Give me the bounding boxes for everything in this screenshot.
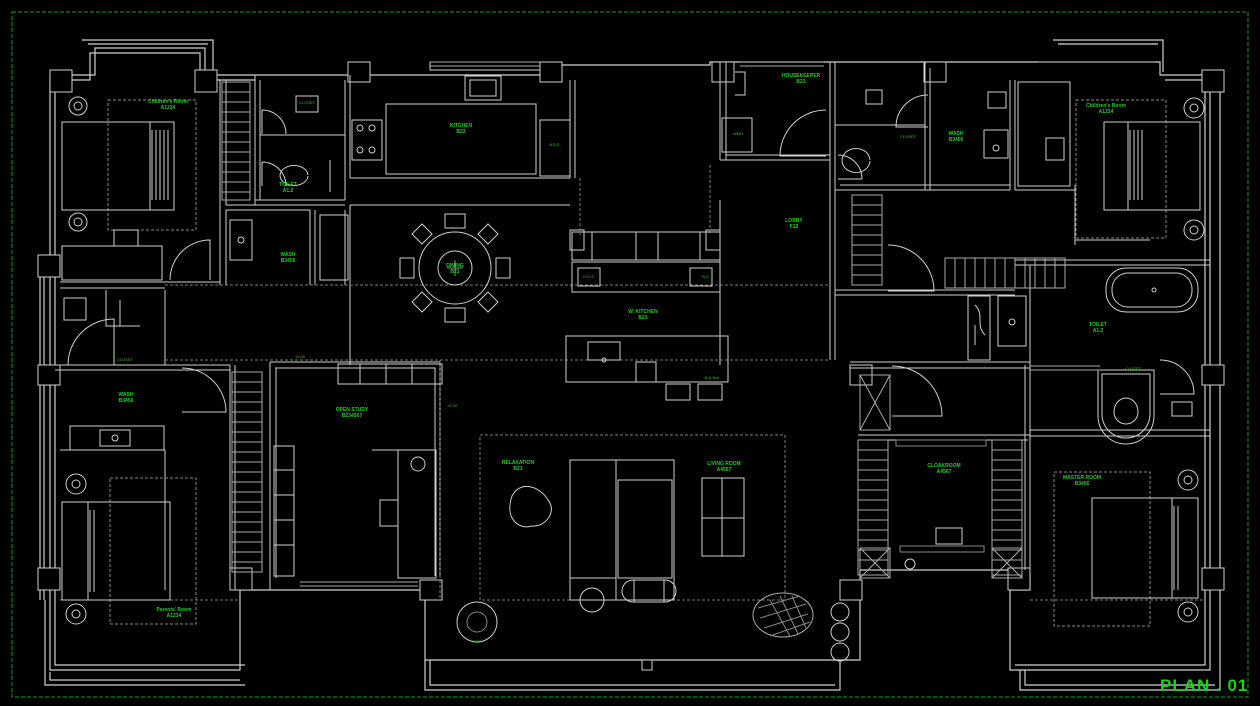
fixture-label-fire: FIRE bbox=[472, 639, 482, 644]
room-name: LOBBY bbox=[785, 218, 803, 224]
room-area: B3456 bbox=[118, 398, 134, 404]
room-name: Children's Room bbox=[1086, 103, 1126, 109]
room-name: TOILET bbox=[279, 182, 297, 188]
room-label-w-kitchen: W. KITCHEN B23 bbox=[628, 309, 657, 321]
room-label-wash-lower-left: WASH B3456 bbox=[119, 392, 134, 404]
room-area: A4567 bbox=[936, 469, 952, 475]
room-label-wash-left: WASH B3456 bbox=[281, 252, 296, 264]
room-name: RELAXATION bbox=[501, 460, 535, 466]
kitchen-fixtures bbox=[351, 61, 571, 177]
room-label-wash-right: WASH B3456 bbox=[949, 131, 964, 143]
room-label-toilet-right: TOILET A1.2 bbox=[1089, 322, 1107, 334]
fixture-label-bbs: B.B.S. bbox=[549, 142, 561, 147]
structural-columns bbox=[37, 61, 1225, 671]
room-label-dining: DINING B21 bbox=[446, 263, 464, 275]
plan-title: PLAN . 01 bbox=[1160, 676, 1249, 695]
dimension-label-2: +0.00 bbox=[446, 403, 458, 408]
room-label-childrens-room-left: Children's Room A1234 bbox=[148, 99, 188, 111]
dining-table bbox=[399, 213, 511, 323]
fixture-label-wmo: WMO bbox=[732, 131, 744, 136]
room-area: B21 bbox=[450, 269, 460, 275]
room-name: DINING bbox=[446, 263, 464, 269]
room-area: A1.2 bbox=[1092, 328, 1104, 334]
room-label-relaxation: RELAXATION B21 bbox=[502, 460, 534, 472]
room-label-parents-room: Parents' Room A1234 bbox=[156, 607, 191, 619]
room-area: B234567 bbox=[341, 413, 363, 419]
room-name: HOUSEKEEPER bbox=[781, 73, 821, 79]
drawing-border bbox=[11, 11, 1249, 698]
room-name: LIVING ROOM bbox=[707, 461, 741, 467]
room-area: B3456 bbox=[948, 137, 964, 143]
fixture-label-closet-3: CLOSET bbox=[1124, 366, 1142, 371]
room-name: TOILET bbox=[1089, 322, 1107, 328]
room-label-housekeeper: HOUSEKEEPER B23 bbox=[782, 73, 820, 85]
room-area: A1234 bbox=[166, 613, 182, 619]
room-area: B23 bbox=[638, 315, 648, 321]
toilet-right-fixtures bbox=[1097, 267, 1199, 445]
room-area: B23 bbox=[796, 79, 806, 85]
fixture-label-bs: B.S. bbox=[702, 274, 710, 279]
room-label-kitchen: KITCHEN B23 bbox=[450, 123, 472, 135]
room-name: WASH bbox=[948, 131, 964, 137]
interior-walls bbox=[55, 62, 1210, 591]
exterior-walls bbox=[39, 39, 1221, 691]
w-kitchen-counter bbox=[565, 231, 729, 401]
room-area: B21 bbox=[513, 466, 523, 472]
room-name: MASTER ROOM bbox=[1062, 475, 1102, 481]
room-area: F12 bbox=[789, 224, 799, 230]
open-study-furniture bbox=[273, 363, 443, 579]
fixture-label-closet-4: CLOSET bbox=[298, 100, 316, 105]
room-area: A1234 bbox=[160, 105, 176, 111]
room-label-master-room: MASTER ROOM B3456 bbox=[1063, 475, 1101, 487]
room-area: A1.2 bbox=[282, 188, 294, 194]
wash-right-fixtures bbox=[837, 89, 1065, 180]
room-area: B3456 bbox=[1074, 481, 1090, 487]
lobby-doors bbox=[887, 244, 1027, 361]
room-name: W. KITCHEN bbox=[628, 309, 658, 315]
fixture-label-ods: O.D.S. bbox=[582, 274, 596, 279]
dimension-label-1: 12.00 bbox=[294, 354, 306, 359]
wardrobes bbox=[221, 81, 1066, 579]
living-room-furniture bbox=[456, 459, 850, 662]
room-name: KITCHEN bbox=[449, 123, 473, 129]
fixture-label-closet-2: CLOSET bbox=[899, 134, 917, 139]
room-area: A1234 bbox=[1098, 109, 1114, 115]
fixture-label-bar: B.A.Bar bbox=[705, 375, 719, 380]
room-label-childrens-room-right: Children's Room A1234 bbox=[1086, 103, 1126, 115]
room-name: CLOAKROOM bbox=[927, 463, 961, 469]
room-label-lobby: LOBBY F12 bbox=[785, 218, 803, 230]
room-name: Children's Room bbox=[148, 99, 188, 105]
toilet-left-fixtures bbox=[169, 95, 349, 281]
room-label-living-room: LIVING ROOM A4567 bbox=[707, 461, 741, 473]
housekeeper-room-fixtures bbox=[721, 71, 827, 157]
room-name: WASH bbox=[118, 392, 134, 398]
room-area: B23 bbox=[456, 129, 466, 135]
room-label-toilet-left: TOILET A1.2 bbox=[279, 182, 297, 194]
childrens-room-right-furniture bbox=[1017, 81, 1205, 241]
room-name: OPEN STUDY bbox=[335, 407, 369, 413]
parents-room-furniture bbox=[61, 290, 227, 625]
windows bbox=[300, 61, 1155, 587]
room-name: WASH bbox=[280, 252, 296, 258]
room-area: B3456 bbox=[280, 258, 296, 264]
cloakroom-furniture bbox=[891, 365, 987, 570]
room-label-cloakroom: CLOAKROOM A4567 bbox=[927, 463, 960, 475]
childrens-room-left-furniture bbox=[61, 96, 197, 281]
master-room-furniture bbox=[1053, 469, 1199, 627]
room-label-open-study: OPEN STUDY B234567 bbox=[336, 407, 369, 419]
room-area: A4567 bbox=[716, 467, 732, 473]
room-name: Parents' Room bbox=[156, 607, 192, 613]
fixture-label-closet-1: CLOSET bbox=[116, 357, 134, 362]
